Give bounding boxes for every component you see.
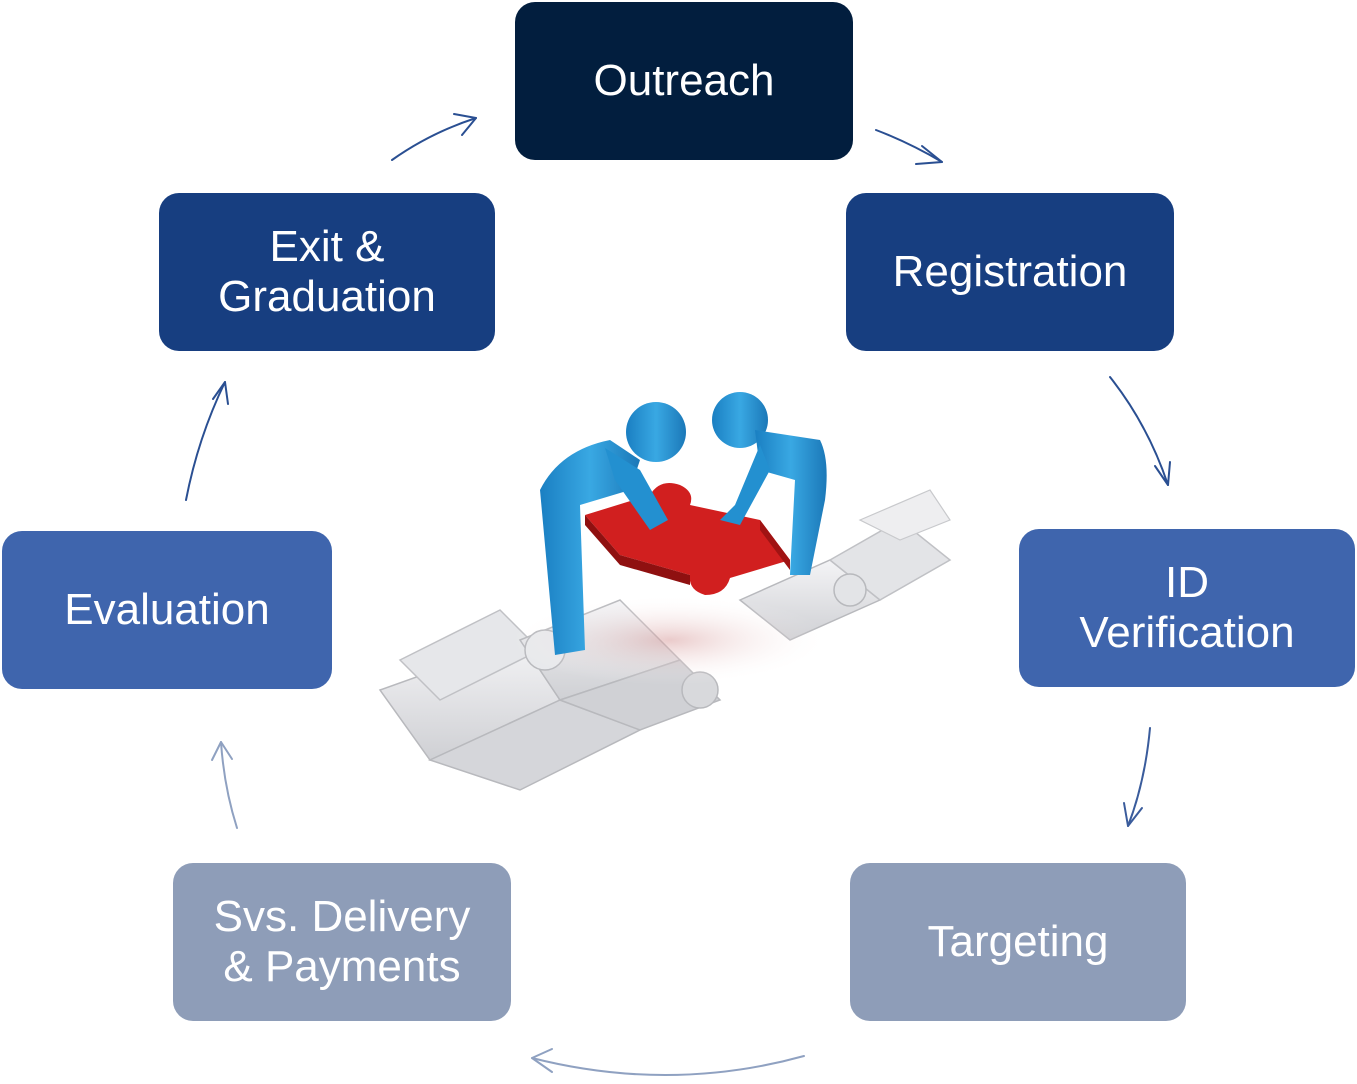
node-outreach-label: Outreach: [593, 56, 775, 105]
arrowhead-icon: [1154, 461, 1171, 486]
arrowhead-icon: [915, 145, 943, 165]
red-puzzle-piece-icon: [585, 482, 790, 595]
node-registration-label: Registration: [892, 247, 1128, 296]
left-person-figure-icon: [540, 402, 686, 655]
node-outreach: Outreach: [515, 2, 853, 160]
node-exit-graduation: Exit & Graduation: [159, 193, 495, 351]
arrow-registration-to-id: [1109, 376, 1169, 486]
arrowhead-icon: [211, 741, 233, 761]
arrow-targeting-to-svs: [531, 1055, 805, 1076]
arrowhead-icon: [1123, 802, 1143, 827]
node-svs-delivery-label: Svs. Delivery & Payments: [213, 892, 471, 991]
node-id-verification-label: ID Verification: [1079, 558, 1295, 657]
node-evaluation-label: Evaluation: [64, 585, 270, 634]
arrowhead-icon: [453, 113, 477, 136]
node-registration: Registration: [846, 193, 1174, 351]
node-exit-graduation-label: Exit & Graduation: [218, 222, 436, 321]
arrowhead-icon: [212, 381, 229, 405]
node-svs-delivery-payments: Svs. Delivery & Payments: [173, 863, 511, 1021]
node-evaluation: Evaluation: [2, 531, 332, 689]
arrowhead-icon: [531, 1048, 553, 1073]
node-targeting: Targeting: [850, 863, 1186, 1021]
node-targeting-label: Targeting: [927, 917, 1109, 966]
node-id-verification: ID Verification: [1019, 529, 1355, 687]
arrow-id-to-targeting: [1127, 727, 1151, 827]
arrow-evaluation-to-exit: [185, 381, 226, 501]
arrow-svs-to-evaluation: [220, 741, 238, 829]
right-person-figure-icon: [712, 392, 827, 575]
arrow-exit-to-outreach: [391, 117, 477, 161]
arrow-outreach-to-registration: [875, 129, 943, 163]
